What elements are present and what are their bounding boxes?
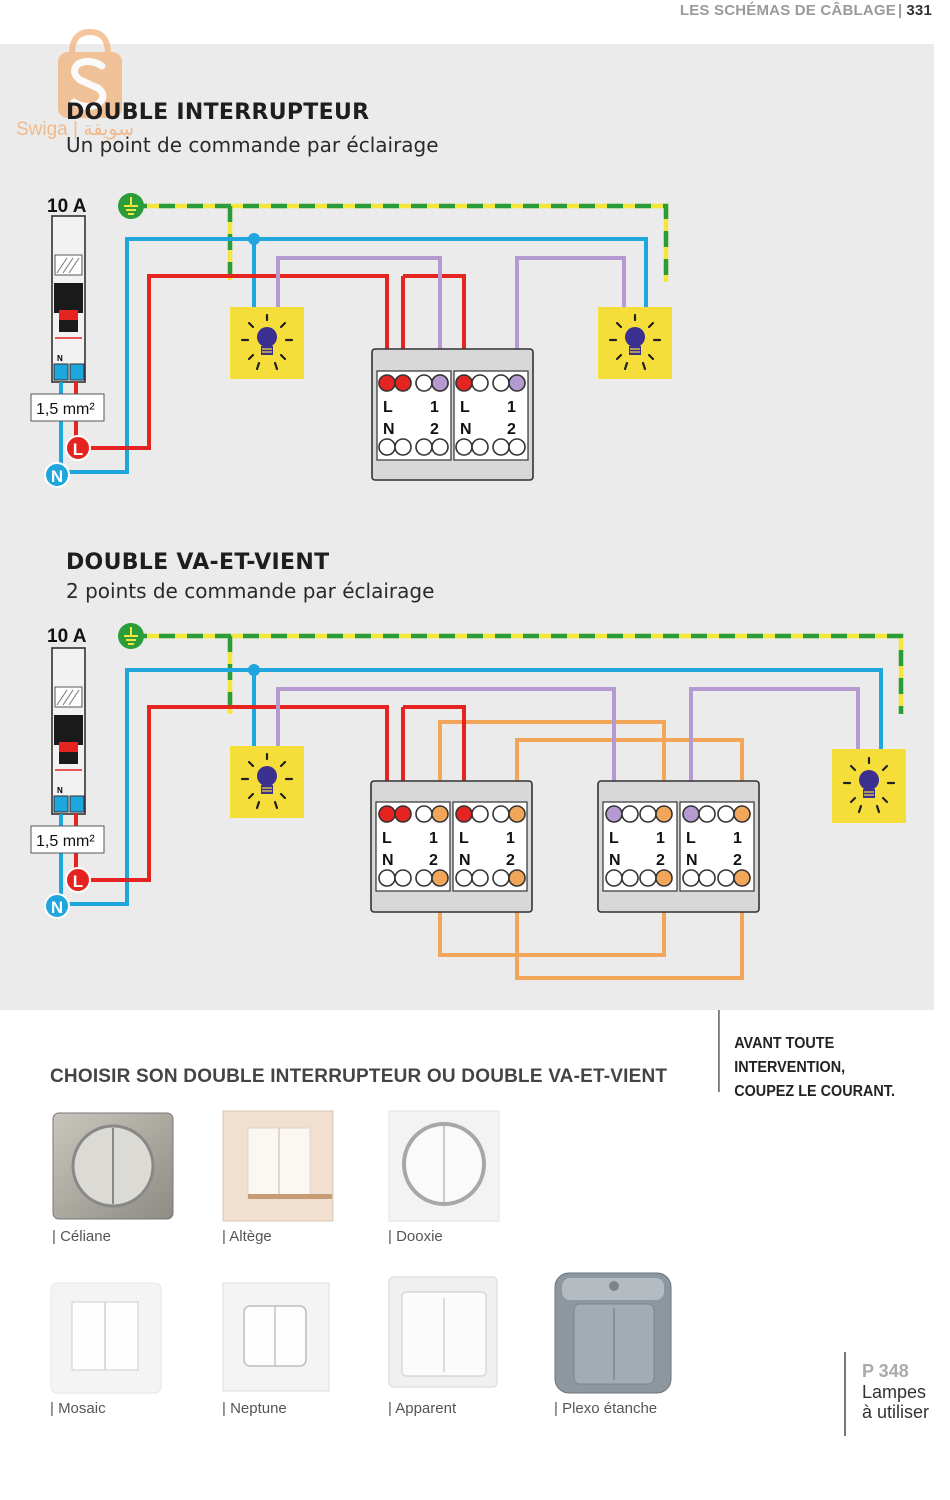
section1-subtitle: Un point de commande par éclairage: [66, 133, 439, 157]
neutral-label-2: N: [51, 898, 63, 917]
product-label: | Neptune: [222, 1400, 287, 1417]
product-label: | Plexo étanche: [554, 1400, 658, 1417]
switch-label-n: N: [460, 421, 472, 438]
switch-label-2: 2: [506, 852, 515, 869]
double-switch-2b: L 1 N 2 L 1 N 2: [597, 780, 760, 913]
switch-label-l: L: [686, 830, 696, 847]
switch-label-l: L: [382, 830, 392, 847]
section1-title: DOUBLE INTERRUPTEUR: [66, 100, 370, 125]
switch-label-l: L: [609, 830, 619, 847]
header-separator: |: [897, 2, 903, 19]
cable-size-2: 1,5 mm²: [36, 833, 95, 850]
lamp-1b: [598, 307, 672, 379]
product-label: | Mosaic: [50, 1400, 106, 1417]
switch-label-n: N: [686, 852, 698, 869]
lamp-2a: [230, 746, 304, 818]
watermark-text: Swiga | سويقة: [16, 119, 135, 140]
breaker-rating-2: 10 A: [47, 626, 87, 647]
phase-label-2: L: [73, 872, 83, 891]
switch-label-n: N: [382, 852, 394, 869]
apparent-switch-image: [388, 1276, 498, 1388]
dooxie-switch-image: [388, 1110, 500, 1222]
switch-label-1: 1: [656, 830, 665, 847]
diagram-double-va-et-vient: N L N: [30, 623, 906, 980]
switch-label-n: N: [383, 421, 395, 438]
switch-label-n: N: [459, 852, 471, 869]
safety-warning: AVANT TOUTE INTERVENTION, COUPEZ LE COUR…: [718, 1010, 934, 1100]
celiane-switch-image: [52, 1112, 174, 1220]
neutral-label-1: N: [51, 467, 63, 486]
product-label: | Apparent: [388, 1400, 457, 1417]
switch-label-l: L: [383, 399, 393, 416]
product-label: | Dooxie: [388, 1228, 443, 1245]
swiga-logo-icon: [58, 28, 122, 118]
neptune-switch-image: [222, 1282, 330, 1392]
section2-subtitle: 2 points de commande par éclairage: [66, 579, 435, 603]
switch-label-1: 1: [429, 830, 438, 847]
header-section: LES SCHÉMAS DE CÂBLAGE: [679, 2, 896, 19]
switch-label-1: 1: [507, 399, 516, 416]
wiring-diagrams: N L N: [30, 193, 906, 980]
switch-label-2: 2: [656, 852, 665, 869]
section2-title: DOUBLE VA-ET-VIENT: [66, 550, 330, 575]
plexo-switch-image: [554, 1272, 672, 1394]
phase-label-1: L: [73, 440, 83, 459]
switch-label-l: L: [459, 830, 469, 847]
breaker-1: N: [51, 215, 86, 383]
cable-size-1: 1,5 mm²: [36, 401, 95, 418]
switch-label-n: N: [609, 852, 621, 869]
switch-label-2: 2: [429, 852, 438, 869]
double-switch-2a: L 1 N 2 L 1 N 2: [370, 780, 533, 913]
product-label: | Altège: [222, 1228, 272, 1245]
page-reference[interactable]: P 348 Lampes à utiliser: [844, 1352, 929, 1436]
page-header: LES SCHÉMAS DE CÂBLAGE|331: [680, 2, 932, 19]
switch-label-2: 2: [507, 421, 516, 438]
warning-line-2: COUPEZ LE COURANT.: [734, 1083, 896, 1100]
switch-label-1: 1: [506, 830, 515, 847]
lamp-1a: [230, 307, 304, 379]
switch-label-2: 2: [733, 852, 742, 869]
mosaic-switch-image: [50, 1282, 162, 1394]
switch-label-l: L: [460, 399, 470, 416]
breaker-2: N: [51, 647, 86, 815]
switch-label-2: 2: [430, 421, 439, 438]
diagram-double-interrupteur: N L N: [30, 193, 672, 488]
switch-label-1: 1: [733, 830, 742, 847]
svg-text:N: N: [57, 354, 63, 363]
lamp-2b: [832, 749, 906, 823]
choose-title: CHOISIR SON DOUBLE INTERRUPTEUR OU DOUBL…: [50, 1066, 668, 1087]
reference-line-1: Lampes: [862, 1382, 927, 1402]
warning-line-1: AVANT TOUTE INTERVENTION,: [734, 1035, 846, 1076]
switch-label-1: 1: [430, 399, 439, 416]
reference-page: P 348: [862, 1361, 909, 1381]
reference-line-2: à utiliser: [862, 1402, 930, 1422]
page-number: 331: [906, 2, 932, 19]
product-label: | Céliane: [52, 1228, 111, 1245]
svg-text:N: N: [57, 786, 63, 795]
double-switch-1: L 1 N 2 L 1 N 2: [371, 348, 534, 481]
altege-switch-image: [222, 1110, 334, 1222]
breaker-rating-1: 10 A: [47, 196, 87, 217]
